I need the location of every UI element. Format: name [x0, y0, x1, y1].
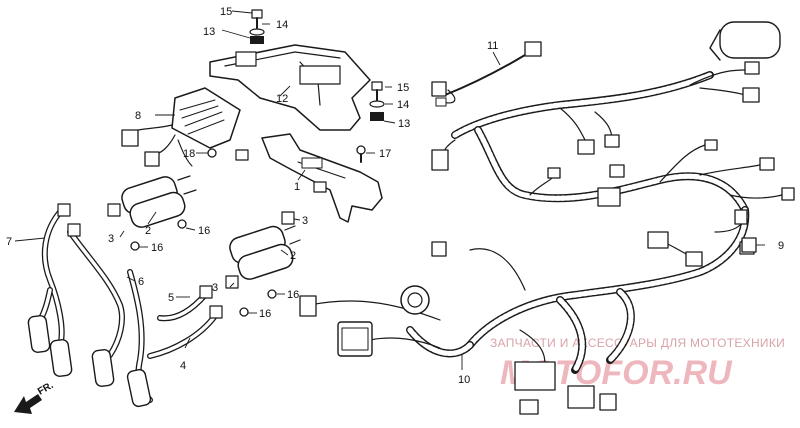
callout-17: 17 [379, 148, 391, 160]
callout-3-upper-right: 3 [302, 215, 308, 227]
callout-15-top: 15 [220, 6, 232, 18]
callout-6: 6 [138, 276, 144, 288]
bolt-stack-right [369, 81, 385, 121]
coil-bracket [235, 133, 383, 223]
callout-12: 12 [276, 93, 288, 105]
callout-16-c: 16 [287, 289, 299, 301]
callout-16-a: 16 [198, 225, 210, 237]
callout-15-right: 15 [397, 82, 409, 94]
bolt-stack-left [249, 9, 265, 44]
spark-plug-leads [27, 203, 223, 408]
leader-lines [14, 10, 765, 370]
ignition-coil-upper [107, 175, 197, 228]
callout-16-d: 16 [259, 308, 271, 320]
wire-harness [299, 21, 795, 415]
callout-16-b: 16 [151, 242, 163, 254]
callout-2-upper: 2 [145, 225, 151, 237]
callout-18: 18 [183, 148, 195, 160]
callout-3-left: 3 [108, 233, 114, 245]
callout-13-right: 13 [398, 118, 410, 130]
mounting-bracket [209, 44, 371, 131]
front-arrow-icon [14, 394, 42, 414]
callout-2-lower: 2 [290, 250, 296, 262]
small-bolts [130, 145, 366, 317]
callout-4: 4 [180, 360, 186, 372]
callout-14-top: 14 [276, 19, 288, 31]
callout-labels: 15 14 13 11 15 12 14 8 13 18 17 1 3 2 16… [6, 6, 784, 386]
callout-5: 5 [168, 292, 174, 304]
front-direction-label: FR. [36, 380, 56, 398]
sub-harness [431, 41, 542, 107]
front-direction-indicator: FR. [14, 380, 56, 414]
callout-14-right: 14 [397, 99, 409, 111]
connector-cover [741, 237, 757, 253]
callout-7: 7 [6, 236, 12, 248]
callout-3-lower: 3 [212, 282, 218, 294]
callout-1: 1 [294, 181, 300, 193]
callout-8: 8 [135, 110, 141, 122]
callout-9: 9 [778, 240, 784, 252]
ignition-coil-lower [225, 211, 301, 289]
control-module [121, 87, 241, 167]
callout-10: 10 [458, 374, 470, 386]
watermark-tagline: ЗАПЧАСТИ И АКСЕССУАРЫ ДЛЯ МОТОТЕХНИКИ [490, 336, 785, 350]
callout-13-top: 13 [203, 26, 215, 38]
callout-11: 11 [487, 40, 498, 52]
